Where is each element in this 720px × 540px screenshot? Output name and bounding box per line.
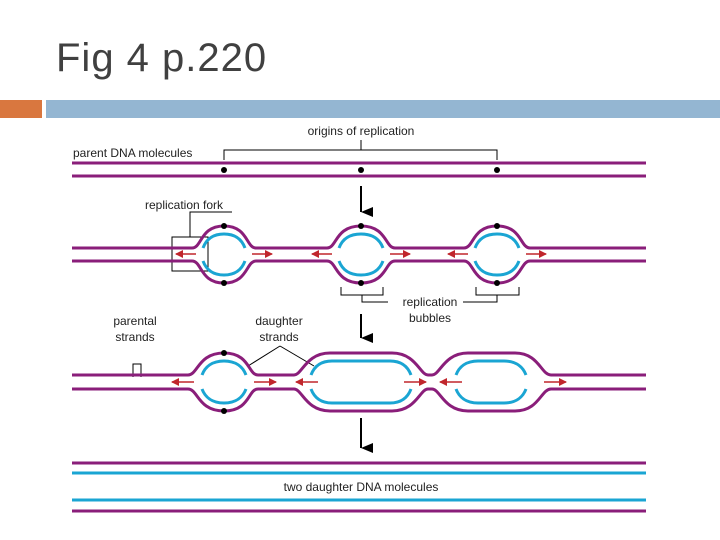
parental-strands-label-line2: strands <box>115 330 154 344</box>
replication-bubbles-label-line1: replication <box>403 295 458 309</box>
bubble-2-origin-bottom <box>358 280 364 286</box>
fork-highlight-box <box>171 236 209 272</box>
daughter-strands-label-line2: strands <box>259 330 298 344</box>
daughter-strands-label-line1: daughter <box>255 314 302 328</box>
origin-dot-1 <box>221 167 227 173</box>
fused-bubble-2-daughter-bottom <box>309 388 413 405</box>
daughter-leader-1 <box>247 345 281 367</box>
parental-strands-label-line1: parental <box>113 314 156 328</box>
bubble-1-daughter-bottom <box>201 260 247 277</box>
bubbles-leader-left <box>361 295 388 303</box>
parental-strands-bracket <box>132 363 142 377</box>
fused-origin-top <box>221 350 227 356</box>
replication-fork-label: replication fork <box>145 198 224 212</box>
bubble-3-daughter-bottom <box>473 260 521 277</box>
bubble-3-origin-top <box>494 223 500 229</box>
fused-bubble-1-daughter-bottom <box>200 388 248 405</box>
two-daughter-label: two daughter DNA molecules <box>284 480 439 494</box>
bubbles-leader-right <box>463 295 498 303</box>
slide-title: Fig 4 p.220 <box>56 36 268 80</box>
origin-dot-2 <box>358 167 364 173</box>
parent-molecules-label: parent DNA molecules <box>73 146 192 160</box>
bubble-1-daughter-top <box>201 232 247 249</box>
origin-dot-3 <box>494 167 500 173</box>
bubble-3-daughter-top <box>473 232 521 249</box>
bubble-1-origin-bottom <box>221 280 227 286</box>
fused-origin-bottom <box>221 408 227 414</box>
title-divider-bar <box>46 100 720 118</box>
fused-bubble-3-daughter-bottom <box>454 388 528 405</box>
bubble-2-origin-top <box>358 223 364 229</box>
fused-bubble-1-daughter-top <box>200 359 248 376</box>
fused-bubble-2-daughter-top <box>309 359 413 376</box>
origins-label: origins of replication <box>308 124 415 138</box>
bubble-1-origin-top <box>221 223 227 229</box>
fork-label-leader <box>189 211 232 237</box>
replication-bubbles-label-line2: bubbles <box>409 311 451 325</box>
title-accent-bar <box>0 100 42 118</box>
bubble-3-origin-bottom <box>494 280 500 286</box>
bubble-2-daughter-top <box>337 232 385 249</box>
fused-bubble-3-daughter-top <box>454 359 528 376</box>
bubble-2-daughter-bottom <box>337 260 385 277</box>
